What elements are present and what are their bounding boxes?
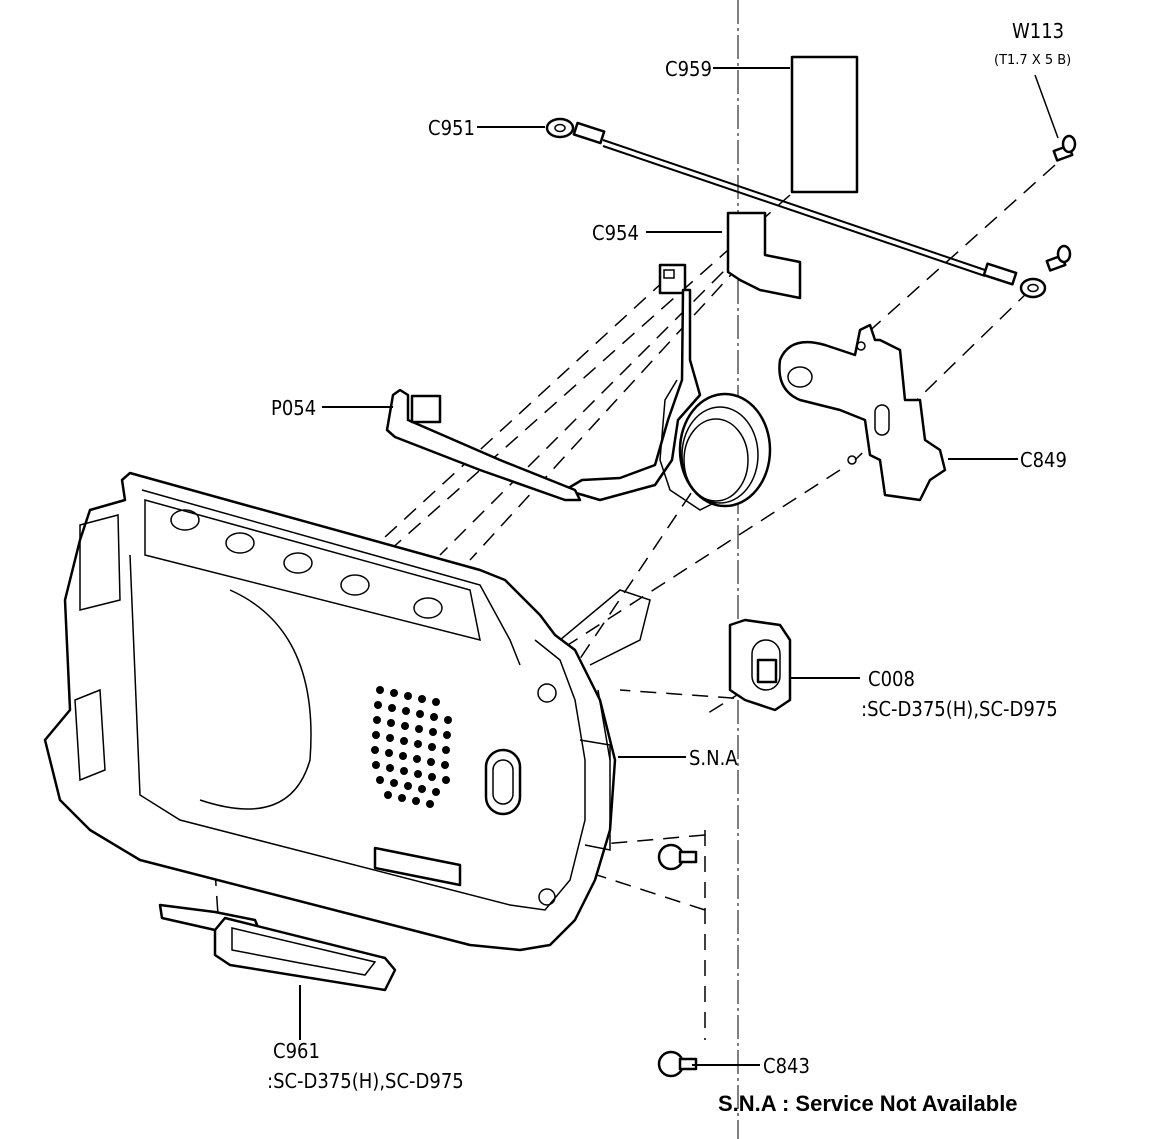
- label-p054: P054: [271, 396, 316, 420]
- leader-lines: [299, 67, 1059, 1066]
- label-c951: C951: [428, 116, 475, 140]
- label-c843: C843: [763, 1054, 810, 1078]
- tape-c954: [726, 211, 802, 300]
- rubber-feet-c843: [657, 843, 698, 1078]
- fpc-speaker-assembly: [563, 263, 772, 511]
- speaker-grille-holes: [371, 686, 452, 808]
- label-sna: S.N.A: [689, 746, 738, 770]
- label-c961-note: :SC-D375(H),SC-D975: [267, 1069, 464, 1093]
- switch-c008: [728, 618, 792, 712]
- wire-c951: [545, 117, 1047, 299]
- label-c008-note: :SC-D375(H),SC-D975: [861, 697, 1058, 721]
- holder-c961: [158, 903, 397, 992]
- cover-housing-sna: [43, 471, 651, 952]
- sheet-c959: [790, 55, 859, 194]
- label-c849: C849: [1020, 448, 1067, 472]
- label-w113: W113: [1012, 19, 1064, 43]
- label-c959: C959: [665, 57, 712, 81]
- bracket-p054: [385, 388, 582, 502]
- label-c954: C954: [592, 221, 639, 245]
- label-c008: C008: [868, 667, 915, 691]
- label-c961: C961: [273, 1039, 320, 1063]
- footer-note: S.N.A : Service Not Available: [718, 1091, 1018, 1116]
- screws-w113: [1045, 134, 1077, 272]
- bracket-c849: [778, 323, 947, 502]
- label-w113-spec: (T1.7 X 5 B): [994, 53, 1071, 68]
